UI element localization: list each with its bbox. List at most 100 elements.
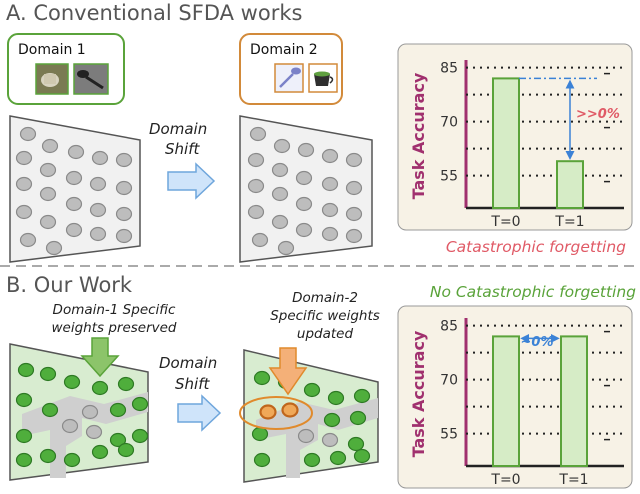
- updated-weights-highlight: [239, 396, 313, 430]
- network-node: [259, 404, 277, 420]
- network-node: [39, 186, 57, 202]
- network-node: [63, 452, 81, 468]
- network-node: [115, 228, 133, 244]
- network-node: [17, 362, 35, 378]
- network-node: [39, 448, 57, 464]
- chart-x-tick-label: T=1: [558, 472, 588, 488]
- network-a-source: [9, 115, 141, 263]
- section-b-title: B. Our Work: [6, 273, 133, 297]
- chart-y-tick-label: 85: [440, 319, 458, 335]
- network-node: [323, 412, 341, 428]
- domain-shift-a-arrow: [167, 162, 216, 200]
- chart-bar: [492, 335, 520, 467]
- chart-y-tick-label: 55: [440, 427, 458, 443]
- network-node: [253, 370, 271, 386]
- network-b-target-nodes: [251, 370, 371, 468]
- network-node: [247, 178, 265, 194]
- domain-shift-b-arrow: [177, 394, 222, 432]
- network-node: [349, 410, 367, 426]
- network-node: [117, 376, 135, 392]
- network-node: [253, 452, 271, 468]
- network-node: [91, 380, 109, 396]
- network-node: [61, 418, 79, 434]
- network-node: [89, 226, 107, 242]
- update-arrow: [268, 347, 308, 396]
- network-node: [65, 170, 83, 186]
- network-node: [63, 374, 81, 390]
- chart-y-tick-label: 55: [440, 169, 458, 185]
- domain-shift-b-line1: Domain: [159, 354, 217, 372]
- domain2-label: Domain 2: [250, 42, 318, 58]
- network-node: [15, 428, 33, 444]
- network-node: [303, 452, 321, 468]
- network-node: [117, 442, 135, 458]
- network-node: [131, 396, 149, 412]
- section-a-caption: Catastrophic forgetting: [446, 238, 626, 256]
- network-node: [353, 388, 371, 404]
- network-node: [271, 214, 289, 230]
- network-node: [109, 402, 127, 418]
- network-node: [345, 180, 363, 196]
- network-node: [131, 428, 149, 444]
- network-b-target: [239, 347, 379, 483]
- chart-x-tick-label: T=0: [490, 214, 520, 230]
- network-node: [345, 206, 363, 222]
- network-node: [41, 138, 59, 154]
- network-node: [15, 204, 33, 220]
- domain1-label: Domain 1: [18, 42, 86, 58]
- chart-bar: [556, 160, 584, 209]
- network-node: [89, 202, 107, 218]
- network-node: [109, 432, 127, 448]
- network-node: [251, 232, 269, 248]
- network-node: [39, 214, 57, 230]
- domain-shift-a-line1: Domain: [149, 120, 207, 138]
- network-node: [321, 202, 339, 218]
- domain2-box: Domain 2: [239, 33, 343, 105]
- chart-bar: [560, 335, 588, 467]
- domain-shift-b: Domain Shift: [159, 354, 222, 432]
- domain-shift-a-line2: Shift: [165, 140, 200, 158]
- network-node: [65, 222, 83, 238]
- annotation-d2-line3: updated: [297, 326, 354, 342]
- network-node: [271, 162, 289, 178]
- network-node: [295, 170, 313, 186]
- network-node: [297, 428, 315, 444]
- chart-y-tick-label: 70: [440, 373, 458, 389]
- network-node: [295, 222, 313, 238]
- network-node: [251, 426, 269, 442]
- network-node: [115, 152, 133, 168]
- network-node: [247, 152, 265, 168]
- domain1-box: Domain 1: [7, 33, 125, 105]
- network-node: [115, 206, 133, 222]
- domain1-image-spoon: [73, 63, 109, 95]
- network-node: [345, 228, 363, 244]
- network-node: [303, 382, 321, 398]
- network-node: [65, 196, 83, 212]
- network-node: [85, 424, 103, 440]
- network-node: [89, 176, 107, 192]
- network-node: [321, 226, 339, 242]
- annotation-d2-line2: Specific weights: [270, 308, 380, 324]
- chart-bar: [492, 77, 520, 210]
- chart-x-tick-label: T=0: [490, 472, 520, 488]
- annotation-d1-line1: Domain-1 Specific: [53, 302, 176, 318]
- network-node: [345, 152, 363, 168]
- chart-a-gap-label: >>0%: [576, 107, 620, 122]
- network-node: [91, 150, 109, 166]
- annotation-d2-line1: Domain-2: [292, 290, 358, 306]
- network-node: [329, 450, 347, 466]
- network-node: [295, 196, 313, 212]
- network-b-target-inactive-path: [256, 398, 378, 478]
- network-node: [45, 240, 63, 256]
- network-node: [347, 436, 365, 452]
- network-node: [81, 404, 99, 420]
- network-node: [321, 176, 339, 192]
- section-b-caption: No Catastrophic forgetting: [430, 283, 636, 301]
- network-node: [15, 150, 33, 166]
- network-a-target: [239, 115, 373, 263]
- network-node: [327, 390, 345, 406]
- network-b-source-nodes: [15, 362, 149, 468]
